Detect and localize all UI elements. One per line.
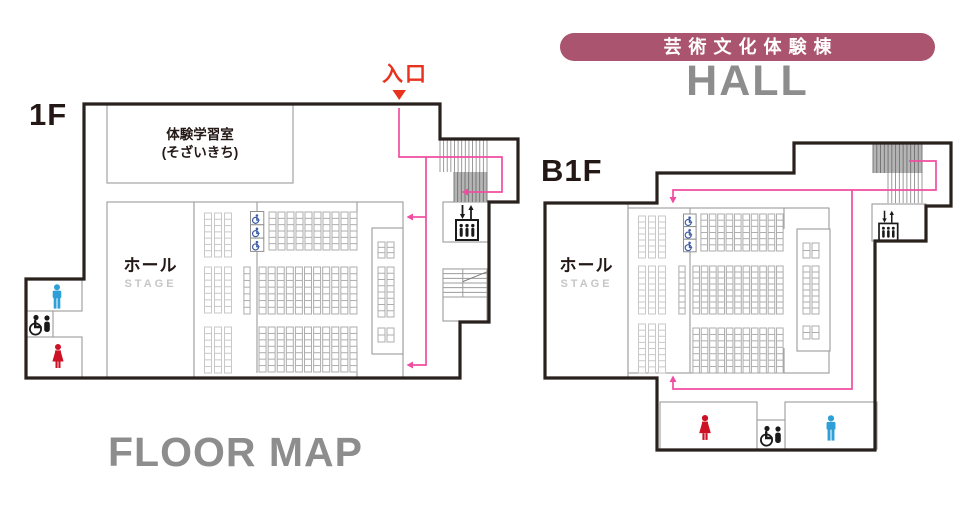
wheelchair-seat-icon: [684, 216, 693, 227]
seat-block: [700, 213, 784, 252]
seat-block: [692, 327, 784, 374]
woman-icon: [699, 415, 711, 440]
stairs: [442, 268, 488, 298]
seat-block: [802, 242, 820, 259]
seat-block: [204, 212, 232, 258]
route-arrowhead-icon: [406, 213, 413, 221]
seat-block: [204, 326, 232, 374]
stairs: [439, 139, 488, 172]
hall-title: HALL: [686, 57, 809, 105]
stage-word-b1f: STAGE: [560, 278, 613, 290]
workshop-room-subname: (そざいきち): [161, 145, 239, 160]
wheelchair-seat-icon: [251, 227, 260, 238]
seat-block: [377, 266, 395, 318]
building-outline: [543, 141, 953, 452]
floor-1f-label: 1F: [29, 97, 68, 132]
seat-block: [638, 265, 666, 315]
route-arrowhead-icon: [461, 188, 468, 196]
seat-block: [258, 326, 358, 373]
floor-b1f-label: B1F: [541, 153, 603, 188]
visitor-route: [398, 108, 503, 193]
hall-stage-label-b1f: ホール STAGE: [545, 257, 628, 290]
wheelchair-seat-icon: [251, 240, 260, 251]
wheelchair-seat-icon: [684, 229, 693, 239]
woman-icon: [52, 344, 64, 368]
seat-block: [243, 266, 251, 315]
seat-block: [638, 215, 666, 259]
hall-name-1f: ホール: [123, 256, 178, 275]
route-arrowhead-icon: [669, 375, 677, 382]
seat-block: [692, 265, 784, 315]
floor-plan-b1f: [543, 141, 953, 452]
building-outline: [24, 102, 520, 380]
route-arrowhead-icon: [669, 197, 677, 204]
stairs: [887, 173, 923, 203]
visitor-route: [672, 160, 937, 197]
seat-block: [377, 241, 395, 259]
hall-name-b1f: ホール: [559, 256, 614, 275]
floor-map-title: FLOOR MAP: [108, 429, 363, 475]
room-partition: [544, 202, 629, 378]
seat-block: [802, 265, 820, 315]
seat-block: [204, 266, 232, 314]
elevator-icon: [878, 210, 899, 242]
visitor-route: [672, 190, 853, 390]
seat-block: [268, 211, 358, 251]
workshop-room-name: 体験学習室: [166, 126, 234, 142]
seat-block: [802, 325, 820, 340]
stage-word-1f: STAGE: [124, 278, 177, 290]
wheelchair-seat-icon: [684, 241, 693, 252]
floor-plan-1f: [24, 90, 520, 380]
wheelchair-seat-icon: [251, 214, 260, 224]
building-badge: 芸術文化体験棟: [560, 33, 935, 61]
elevator-icon: [455, 205, 479, 241]
seat-block: [258, 266, 358, 315]
route-arrowhead-icon: [406, 361, 413, 369]
seat-block: [678, 265, 686, 315]
seat-block: [638, 323, 666, 374]
seat-block: [377, 327, 395, 343]
visitor-route: [413, 157, 427, 366]
man-icon: [52, 284, 62, 309]
room-partition: [106, 201, 195, 379]
accessible-icon: [28, 314, 50, 336]
man-icon: [826, 415, 836, 441]
stairs: [872, 144, 923, 173]
stairs: [453, 172, 488, 202]
workshop-room-label: 体験学習室 (そざいきち): [107, 105, 293, 183]
room-partition: [106, 104, 294, 184]
entrance-arrow-icon: [392, 90, 406, 100]
hall-stage-label-1f: ホール STAGE: [107, 257, 194, 290]
accessible-icon: [760, 425, 781, 447]
entrance-label: 入口: [382, 63, 428, 86]
